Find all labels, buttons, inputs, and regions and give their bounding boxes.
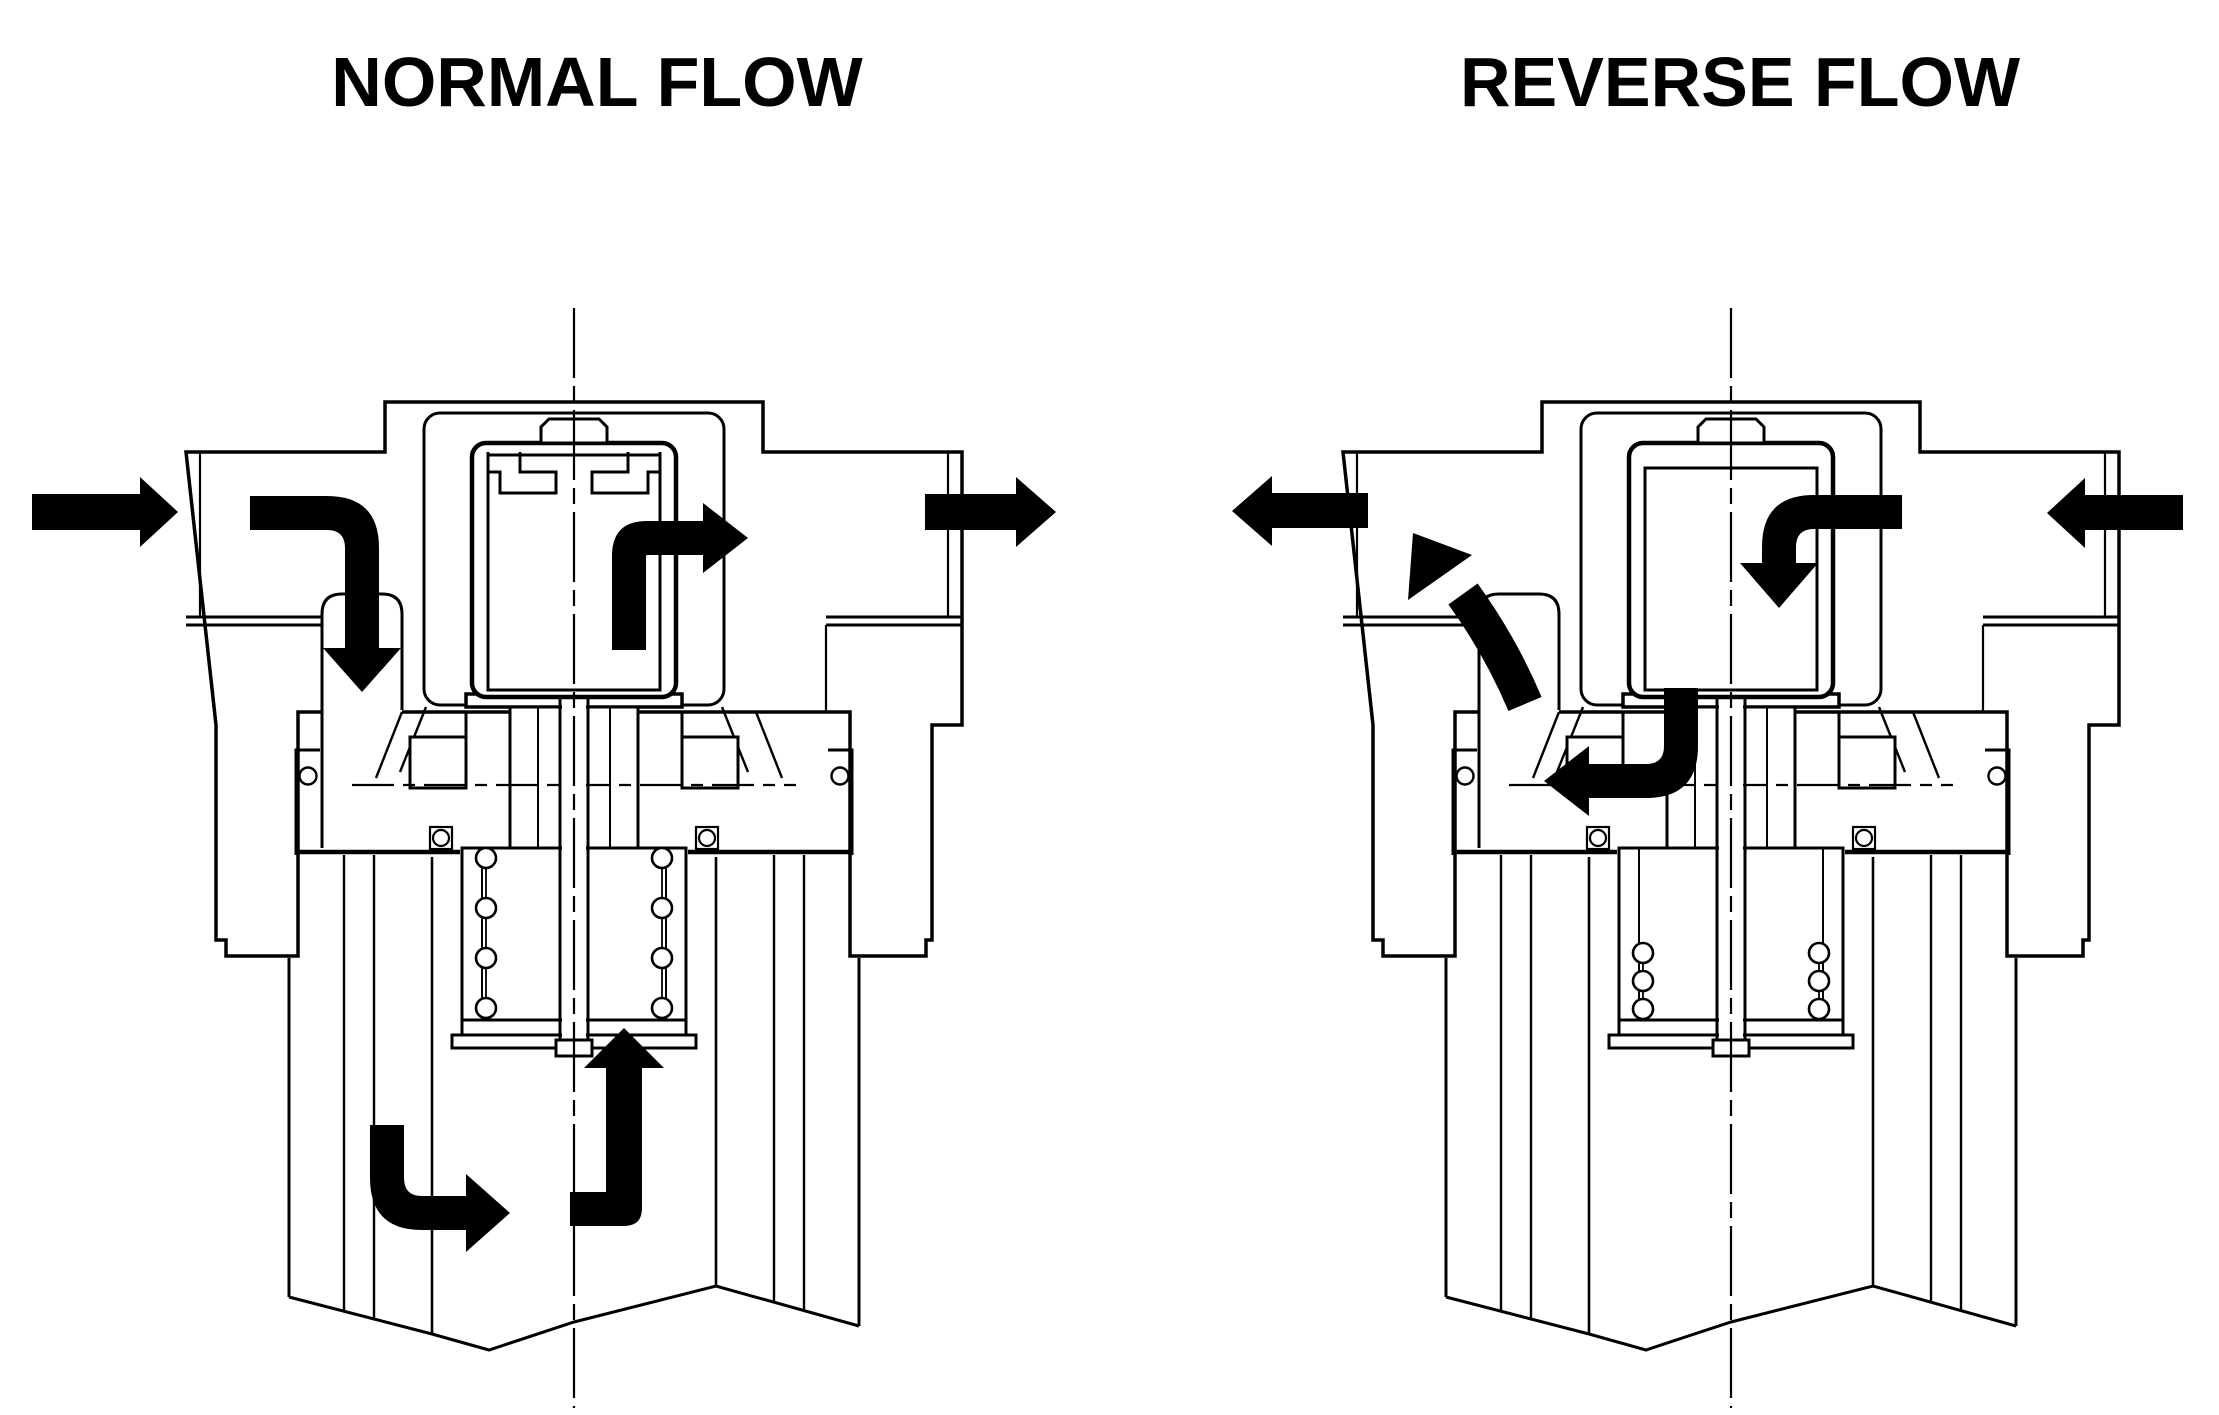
core-outlet-arrow <box>612 503 748 650</box>
normal-flow-diagram <box>32 308 1056 1408</box>
funnel-line <box>1531 711 1561 779</box>
spring-coil <box>474 996 498 1020</box>
spring-coil <box>474 846 498 870</box>
bowl-collar <box>828 748 854 855</box>
bowl-collar <box>1985 748 2011 855</box>
bowl-collar <box>294 748 320 855</box>
core-riser-arrow <box>570 1028 664 1226</box>
element-oring <box>431 828 451 848</box>
spring-coil <box>1631 941 1655 965</box>
outlet-port-arrow <box>925 477 1056 547</box>
inlet-port-arrow <box>2047 478 2183 548</box>
funnel-line <box>374 711 404 779</box>
bowl-oring <box>830 766 850 786</box>
seat-boss <box>408 712 468 790</box>
spring-coil <box>650 946 674 970</box>
underseat-arrow <box>1544 688 1698 816</box>
spring-coil <box>650 846 674 870</box>
bowl-bottom-chevron <box>288 1284 860 1352</box>
spring-coil <box>1807 941 1831 965</box>
bowl-collar <box>1451 748 1477 855</box>
element-oring <box>1588 828 1608 848</box>
seat-boss <box>1837 712 1897 790</box>
retainer-clip <box>486 452 558 495</box>
spring-coil <box>650 896 674 920</box>
reverse-flow-title: REVERSE FLOW <box>1460 43 2021 121</box>
spring-coil <box>1631 969 1655 993</box>
core-downflow-arrow <box>1740 495 1902 608</box>
spring-coil <box>1631 997 1655 1021</box>
element-oring <box>697 828 717 848</box>
outlet-port-arrow <box>1232 476 1368 546</box>
downcomer-arrow <box>250 496 401 692</box>
normal-flow-title: NORMAL FLOW <box>331 43 863 121</box>
spring-coil <box>650 996 674 1020</box>
bowl-turn-arrow <box>370 1125 510 1252</box>
spring-coil <box>474 946 498 970</box>
funnel-line <box>754 711 784 779</box>
inlet-port-arrow <box>32 477 178 547</box>
reverse-flow-diagram <box>1232 308 2183 1408</box>
spring-coil <box>474 896 498 920</box>
retainer-clip <box>590 452 662 495</box>
element-oring <box>1854 828 1874 848</box>
bowl-bottom-chevron <box>1445 1284 2017 1352</box>
funnel-line <box>1911 711 1941 779</box>
spring-coil <box>1807 997 1831 1021</box>
bypass-riser-arrow <box>1408 533 1542 712</box>
bowl-oring <box>1987 766 2007 786</box>
spring-coil <box>1807 969 1831 993</box>
bowl-oring <box>298 766 318 786</box>
bowl-oring <box>1455 766 1475 786</box>
seat-boss <box>680 712 740 790</box>
